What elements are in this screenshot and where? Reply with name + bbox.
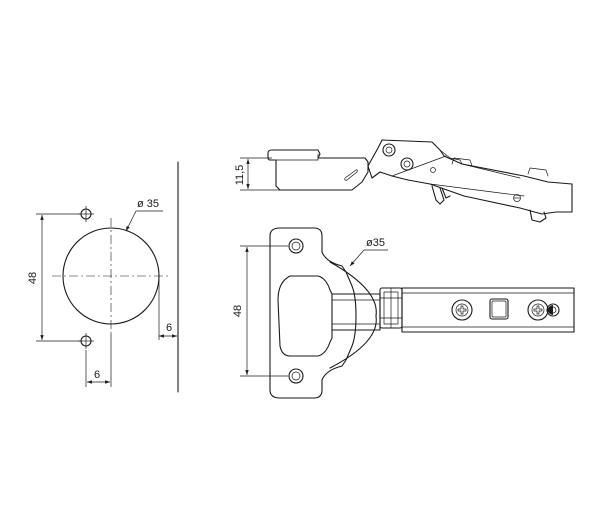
hinge-arm xyxy=(401,287,575,333)
pivot-lower xyxy=(400,157,414,171)
cross-screw-icon xyxy=(451,299,473,321)
cup-diameter-label: ø 35 xyxy=(137,198,159,210)
hinge-arm-profile xyxy=(367,139,573,215)
cup-profile xyxy=(267,149,369,191)
pivot-top xyxy=(382,143,396,157)
square-cam xyxy=(489,298,509,320)
top-cup-diameter-label: ø35 xyxy=(366,237,385,249)
cup-height-label: 11,5 xyxy=(234,165,246,186)
arm-screw xyxy=(513,194,521,202)
edge-distance-dimension: 6 xyxy=(158,276,177,340)
hole-offset-label: 6 xyxy=(94,369,100,381)
arm-rivet xyxy=(430,167,436,173)
bottom-plate-screw-hole xyxy=(288,368,304,384)
cup-height-dimension: 11,5 xyxy=(234,157,280,191)
hole-spacing-dimension: 48 xyxy=(27,213,80,342)
bottom-screw-hole xyxy=(78,333,94,349)
cup-diameter-arc xyxy=(329,261,377,369)
hinge-side-view: 11,5 xyxy=(234,139,573,223)
arm-hook-right xyxy=(529,209,547,223)
drilling-pattern-view: 48 ø 35 6 6 xyxy=(27,161,179,393)
hole-offset-dimension: 6 xyxy=(85,334,112,387)
top-cup-diameter-leader: ø35 xyxy=(349,237,388,267)
top-hole-spacing-label: 48 xyxy=(232,305,244,317)
top-hole-spacing-dimension: 48 xyxy=(232,245,288,377)
cup-plate-outline xyxy=(269,227,357,399)
hinge-knuckle xyxy=(379,287,403,329)
cup-diameter-leader: ø 35 xyxy=(125,198,163,232)
edge-distance-label: 6 xyxy=(166,322,172,334)
top-screw-hole xyxy=(78,206,94,222)
top-plate-screw-hole xyxy=(288,238,304,254)
cup-recess xyxy=(277,275,333,357)
adjustment-screw-icon xyxy=(527,299,560,321)
hinge-top-view: ø35 48 xyxy=(232,227,575,399)
cup-slot xyxy=(344,169,358,181)
hole-spacing-label: 48 xyxy=(27,272,39,284)
arm-hook-left xyxy=(431,185,445,205)
